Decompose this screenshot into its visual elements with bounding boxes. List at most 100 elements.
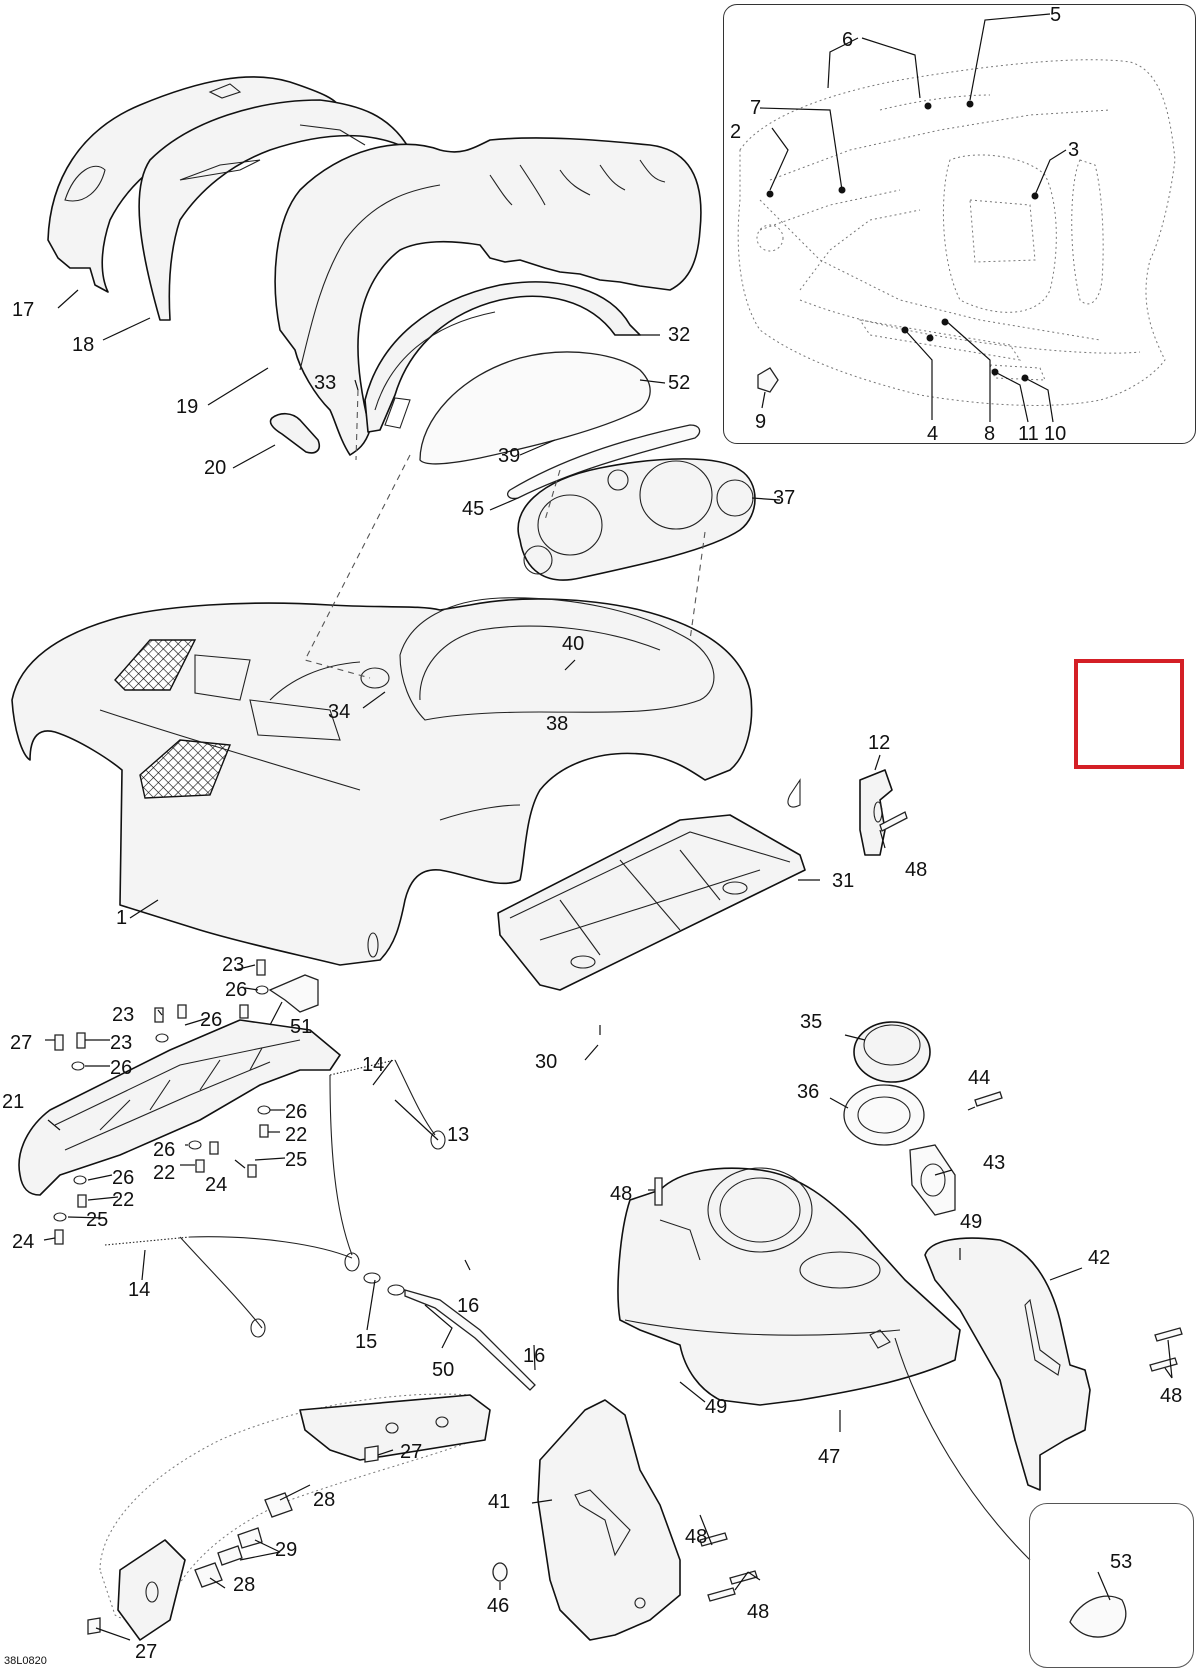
detail-clip-53 [1069,1595,1127,1638]
inset-markers [766,100,1039,382]
part-label-26-left: 26 [110,1057,133,1079]
part-label-52: 52 [668,372,691,394]
leader-lines [43,13,1173,1641]
part-label-15: 15 [355,1331,378,1353]
part-label-27-left: 27 [10,1032,33,1054]
part-label-35: 35 [800,1011,823,1033]
part-label-14-bottom: 14 [128,1279,151,1301]
part-label-10: 10 [1044,423,1067,445]
side-panel-42 [924,1237,1091,1491]
lower-bracket-28 [87,1393,491,1641]
storage-tray-31 [497,814,806,991]
part-label-24-center: 24 [205,1174,228,1196]
bracket-12 [859,769,893,856]
part-label-25-lower: 25 [86,1209,109,1231]
part-label-39: 39 [498,445,521,467]
part-label-12: 12 [868,732,891,754]
part-label-23-left: 23 [110,1032,133,1054]
part-label-22-lower: 22 [112,1189,135,1211]
part-label-48-right: 48 [1160,1385,1183,1407]
part-label-11: 11 [1018,423,1039,445]
hardware-fasteners-left [53,959,271,1245]
center-panel-19 [274,137,702,456]
part-label-28-bottom: 28 [233,1574,256,1596]
support-bracket-21 [18,1019,341,1196]
part-label-40: 40 [562,633,585,655]
part-label-17: 17 [12,299,35,321]
side-panel-41 [537,1399,681,1641]
part-label-47: 47 [818,1446,841,1468]
inset-frame [723,4,1196,444]
part-label-48-top: 48 [905,859,928,881]
part-label-36: 36 [797,1081,820,1103]
inset-deck-detail [737,59,1176,406]
part-label-14-top: 14 [362,1054,385,1076]
part-label-32: 32 [668,324,691,346]
part-label-34: 34 [328,701,351,723]
filler-nut-35 [853,1021,931,1083]
deflector-20 [269,412,321,454]
part-label-28-top: 28 [313,1489,336,1511]
part-label-51: 51 [290,1016,313,1038]
part-label-23-top: 23 [222,954,245,976]
part-label-7: 7 [750,97,762,119]
part-label-18: 18 [72,334,95,356]
part-label-30: 30 [535,1051,558,1073]
part-label-23-mid: 23 [112,1004,135,1026]
gauge-face-37 [517,458,756,581]
part-label-13: 13 [447,1124,470,1146]
part-label-27-mid: 27 [400,1441,423,1463]
part-label-48-panel: 48 [685,1526,708,1548]
gasket-36 [843,1084,925,1146]
part-label-29: 29 [275,1539,298,1561]
part-label-48-console: 48 [610,1183,633,1205]
part-label-3: 3 [1068,139,1080,161]
part-label-26-center: 26 [153,1139,176,1161]
part-label-20: 20 [204,457,227,479]
part-label-1: 1 [116,907,128,929]
plug-46 [492,1562,508,1582]
part-label-21: 21 [2,1091,25,1113]
part-label-16-bottom: 16 [523,1345,546,1367]
gasket-43 [909,1144,956,1216]
part-label-44: 44 [968,1067,991,1089]
diagram-code: 38L0820 [4,1655,47,1667]
part-label-9: 9 [755,411,767,433]
part-label-50: 50 [432,1359,455,1381]
bracket-51 [268,974,319,1013]
console-47 [617,1167,961,1406]
part-label-27-bottom: 27 [135,1641,158,1663]
part-label-2: 2 [730,121,742,143]
part-label-38: 38 [546,713,569,735]
part-label-43: 43 [983,1152,1006,1174]
highlight-box [1074,659,1184,769]
part-label-46: 46 [487,1595,510,1617]
main-upper-body-1 [11,597,801,966]
part-label-25-right: 25 [285,1149,308,1171]
part-label-26-top: 26 [225,979,248,1001]
part-label-37: 37 [773,487,796,509]
part-label-33: 33 [314,372,337,394]
lanyard-springs [104,1059,536,1391]
part-label-4: 4 [927,423,939,445]
part-label-53: 53 [1110,1551,1133,1573]
part-label-6: 6 [842,29,854,51]
part-label-42: 42 [1088,1247,1111,1269]
part-label-31: 31 [832,870,855,892]
part-label-22-center: 22 [153,1162,176,1184]
part-label-8: 8 [984,423,996,445]
part-label-41: 41 [488,1491,511,1513]
part-label-49-top: 49 [960,1211,983,1233]
part-label-26-right: 26 [285,1101,308,1123]
part-label-26-lower: 26 [112,1167,135,1189]
part-label-24-lower: 24 [12,1231,35,1253]
part-label-16-top: 16 [457,1295,480,1317]
part-label-26-mid: 26 [200,1009,223,1031]
detail-frame [1029,1503,1194,1668]
part-label-19: 19 [176,396,199,418]
part-label-5: 5 [1050,4,1062,26]
part-label-49-bottom: 49 [705,1396,728,1418]
part-label-48-bottom: 48 [747,1601,770,1623]
